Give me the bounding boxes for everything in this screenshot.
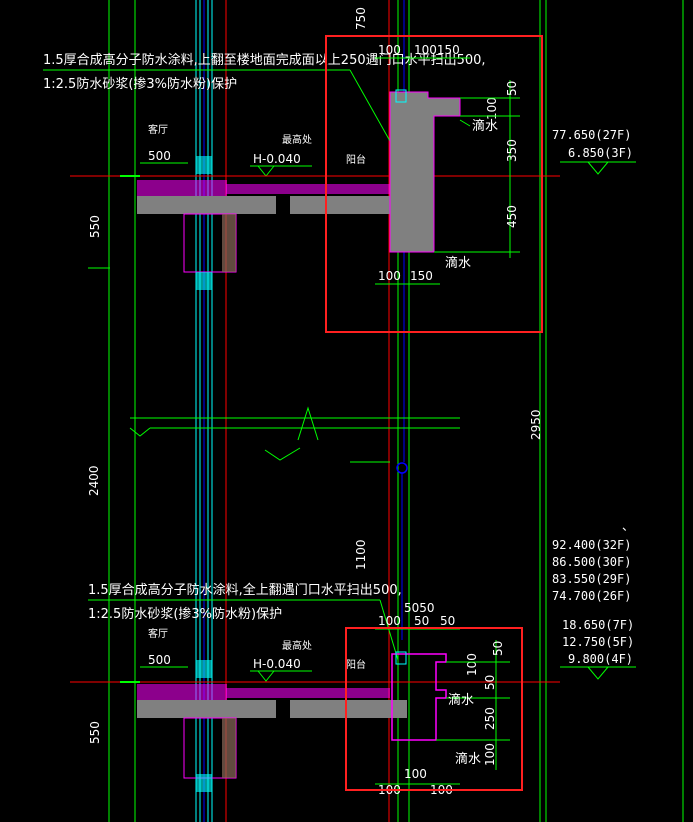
lower-note-line1: 1.5厚合成高分子防水涂料,全上翻遇门口水平扫出500, — [88, 582, 402, 598]
lower-highlight-box — [345, 627, 523, 791]
upper-note-leader — [349, 69, 396, 151]
lower-floor-finish-right — [226, 688, 390, 698]
upper-slab — [137, 196, 390, 214]
lower-drip-bottom: 滴水 — [455, 751, 481, 767]
lower-elev-triangle — [587, 666, 609, 680]
lower-dim-right-250: 250 — [483, 707, 497, 730]
lower-level-mark: H-0.040 — [253, 657, 301, 671]
break-zigzag-low — [264, 447, 301, 461]
upper-dim-top-100: 100 — [378, 43, 401, 57]
lower-dim-top-100: 100 — [378, 614, 401, 628]
lower-parapet — [391, 653, 447, 741]
upper-level-mark: H-0.040 — [253, 152, 301, 166]
upper-dim-right-100: 100 — [485, 97, 499, 120]
upper-highlight-box — [325, 35, 543, 333]
lower-note-line2: 1:2.5防水砂浆(掺3%防水粉)保护 — [88, 606, 282, 622]
lower-window-frame-top — [196, 660, 212, 678]
upper-dim-bottom-100: 100 — [378, 269, 401, 283]
lower-dim-5050: 5050 — [404, 601, 435, 615]
lower-note-leader — [379, 599, 399, 661]
dim-1100: 1100 — [354, 539, 368, 570]
lower-dim-mid-100: 100 — [404, 767, 427, 781]
lower-slab — [137, 700, 407, 718]
middle-tick-mark: 、 — [622, 519, 634, 533]
upper-floor-finish-right — [226, 184, 390, 194]
break-zigzag-mid — [297, 406, 319, 441]
lower-room-balcony: 阳台 — [346, 658, 366, 671]
dim-2950: 2950 — [529, 409, 543, 440]
lower-high-point: 最高处 — [282, 639, 312, 652]
upper-window-frame-bottom — [196, 272, 212, 290]
upper-dim-500: 500 — [148, 149, 171, 163]
middle-break-section: 2400 2950 1100 、 — [87, 406, 634, 640]
upper-dim-550: 550 — [88, 215, 102, 238]
upper-slab-gap — [276, 196, 290, 214]
upper-parapet — [389, 91, 461, 253]
lower-elev-1: 92.400(32F) — [552, 538, 631, 552]
upper-elev-2: 6.850(3F) — [568, 146, 633, 160]
lower-detail: 1.5厚合成高分子防水涂料,全上翻遇门口水平扫出500, 1:2.5防水砂浆(掺… — [70, 538, 636, 797]
lower-dim-right-100a: 100 — [465, 653, 479, 676]
lower-elev-6: 12.750(5F) — [562, 635, 634, 649]
upper-dim-top-100150: 100150 — [414, 43, 460, 57]
upper-floor-finish-left — [137, 180, 227, 196]
upper-elev-triangle — [587, 161, 609, 175]
upper-dim-750: 750 — [354, 7, 368, 30]
lower-dim-550: 550 — [88, 721, 102, 744]
upper-drip-top-leader — [459, 119, 471, 127]
upper-window-frame-top — [196, 156, 212, 174]
lower-elev-7: 9.800(4F) — [568, 652, 633, 666]
upper-detail: 1.5厚合成高分子防水涂料,上翻至楼地面完成面以上250遇门口水平扫出500, … — [43, 7, 636, 333]
lower-elev-4: 74.700(26F) — [552, 589, 631, 603]
lower-elev-2: 86.500(30F) — [552, 555, 631, 569]
break-zigzag-left — [129, 427, 151, 437]
upper-note-line1: 1.5厚合成高分子防水涂料,上翻至楼地面完成面以上250遇门口水平扫出500, — [43, 52, 486, 68]
lower-dim-right-50: 50 — [491, 641, 505, 656]
lower-level-triangle — [257, 670, 275, 682]
lower-dim-top-50: 50 — [414, 614, 429, 628]
lower-elev-3: 83.550(29F) — [552, 572, 631, 586]
upper-drip-top: 滴水 — [472, 118, 498, 134]
upper-beam-insulation — [222, 214, 236, 272]
lower-dim-500: 500 — [148, 653, 171, 667]
upper-drip-cap — [395, 89, 407, 103]
lower-drip-top: 滴水 — [448, 692, 474, 708]
upper-dim-right-450: 450 — [505, 205, 519, 228]
upper-level-triangle — [257, 165, 275, 177]
upper-dim-right-50: 50 — [505, 81, 519, 96]
upper-note-line2: 1:2.5防水砂浆(掺3%防水粉)保护 — [43, 76, 237, 92]
lower-slab-gap — [276, 700, 290, 718]
upper-room-living: 客厅 — [148, 123, 168, 136]
lower-drip-cap — [395, 651, 407, 665]
lower-dim-top-50b: 50 — [440, 614, 455, 628]
lower-room-living: 客厅 — [148, 627, 168, 640]
upper-high-point: 最高处 — [282, 133, 312, 146]
upper-dim-right-350: 350 — [505, 139, 519, 162]
lower-window-frame-bottom — [196, 774, 212, 792]
dim-2400: 2400 — [87, 465, 101, 496]
upper-room-balcony: 阳台 — [346, 153, 366, 166]
lower-floor-finish-left — [137, 684, 227, 700]
upper-elev-1: 77.650(27F) — [552, 128, 631, 142]
upper-drip-bottom: 滴水 — [445, 255, 471, 271]
upper-dim-bottom-150: 150 — [410, 269, 433, 283]
lower-dim-right-100b: 100 — [483, 743, 497, 766]
lower-dim-right-50b: 50 — [483, 675, 497, 690]
lower-beam-insulation — [222, 718, 236, 778]
lower-elev-5: 18.650(7F) — [562, 618, 634, 632]
